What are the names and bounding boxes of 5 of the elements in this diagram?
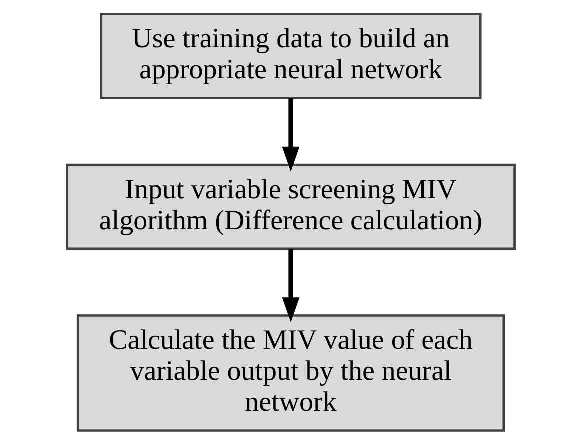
node-box: Calculate the MIV value of each variable output by the neural network xyxy=(76,314,505,432)
arrow xyxy=(282,98,300,172)
node-box: Use training data to build an appropriate neural network xyxy=(100,13,482,100)
arrow xyxy=(282,249,300,323)
node-box: Input variable screening MIV algorithm (Difference calculation) xyxy=(66,164,516,250)
